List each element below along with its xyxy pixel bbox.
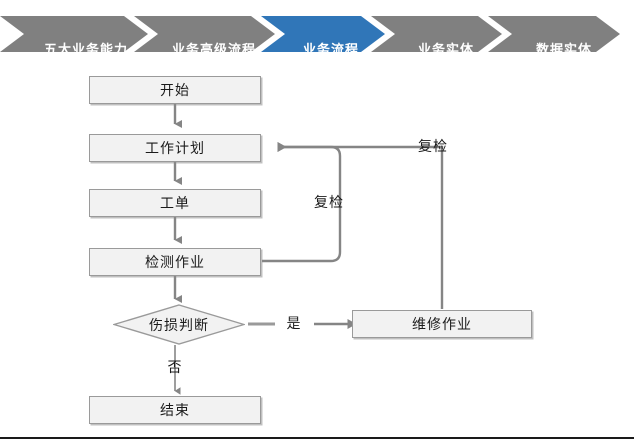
edge-label-yes: 是 [286, 315, 302, 331]
edge-label-no: 否 [167, 359, 183, 375]
breadcrumb-chevrons [0, 16, 620, 52]
breadcrumb-chevron-3[interactable] [261, 16, 385, 52]
breadcrumb-chevron-1[interactable] [0, 16, 148, 52]
edge-label-recheck-inner: 复检 [314, 194, 344, 210]
edge-label-recheck-outer: 复检 [418, 138, 448, 154]
flow-node-repair[interactable]: 维修作业 [352, 310, 532, 338]
flow-node-inspection[interactable]: 检测作业 [89, 248, 261, 276]
flow-node-work-order[interactable]: 工单 [89, 189, 261, 217]
breadcrumb-chevron-4[interactable] [371, 16, 502, 52]
flow-node-start[interactable]: 开始 [89, 76, 261, 104]
flow-node-work-plan[interactable]: 工作计划 [89, 134, 261, 162]
flow-node-damage-decision[interactable]: 伤损判断 [113, 304, 245, 345]
breadcrumb-chevron-5[interactable] [488, 16, 620, 52]
flow-node-end[interactable]: 结束 [89, 396, 261, 424]
connector-repair-recheck-to-plan [277, 142, 444, 309]
breadcrumb-chevron-2[interactable] [134, 16, 275, 52]
diamond-shape [113, 304, 245, 345]
